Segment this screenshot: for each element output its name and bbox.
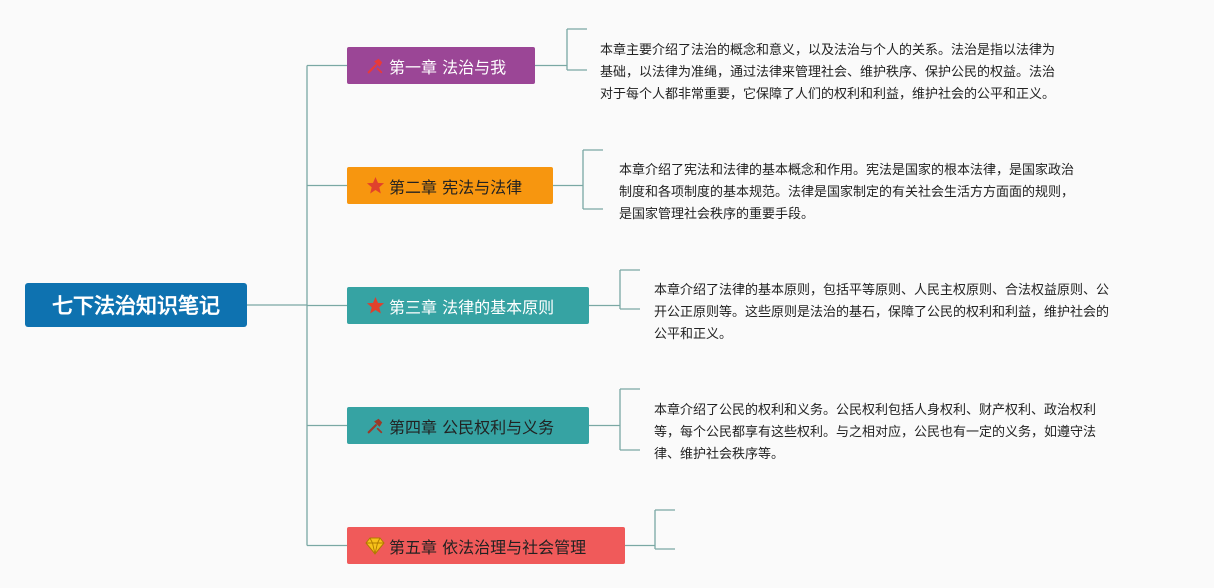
summary-line: 是国家管理社会秩序的重要手段。 [619, 207, 815, 222]
chapter-1-node[interactable]: 第一章 法治与我 [347, 47, 535, 84]
chapter-2-node[interactable]: 第二章 宪法与法律 [347, 167, 553, 204]
hammer-icon [365, 56, 385, 76]
summary-line: 本章介绍了宪法和法律的基本概念和作用。宪法是国家的根本法律，是国家政治 [619, 163, 1075, 178]
summary-line: 基础，以法律为准绳，通过法律来管理社会、维护秩序、保护公民的权益。法治 [600, 65, 1056, 80]
summary-line: 本章介绍了法律的基本原则，包括平等原则、人民主权原则、合法权益原则、公 [654, 283, 1110, 298]
summary-line: 律、维护社会秩序等。 [654, 447, 785, 462]
chapter-5-label: 第五章 依法治理与社会管理 [389, 537, 587, 557]
star-icon [365, 176, 385, 196]
summary-line: 制度和各项制度的基本规范。法律是国家制定的有关社会生活方方面面的规则， [619, 185, 1075, 200]
summary-line: 开公正原则等。这些原则是法治的基石，保障了公民的权利和利益，维护社会的 [654, 305, 1110, 320]
chapter-3-label: 第三章 法律的基本原则 [389, 297, 555, 317]
chapter-5-node[interactable]: 第五章 依法治理与社会管理 [347, 527, 625, 564]
summary-line: 本章主要介绍了法治的概念和意义，以及法治与个人的关系。法治是指以法律为 [600, 43, 1056, 58]
chapter-4-node[interactable]: 第四章 公民权利与义务 [347, 407, 589, 444]
chapter-1-summary[interactable]: 本章主要介绍了法治的概念和意义，以及法治与个人的关系。法治是指以法律为 基础，以… [600, 40, 1055, 106]
chapter-3-summary[interactable]: 本章介绍了法律的基本原则，包括平等原则、人民主权原则、合法权益原则、公 开公正原… [654, 280, 1109, 346]
summary-line: 本章介绍了公民的权利和义务。公民权利包括人身权利、财产权利、政治权利 [654, 403, 1097, 418]
chapter-3-node[interactable]: 第三章 法律的基本原则 [347, 287, 589, 324]
root-topic-label: 七下法治知识笔记 [52, 294, 220, 318]
root-topic[interactable]: 七下法治知识笔记 [25, 283, 247, 327]
chapter-4-label: 第四章 公民权利与义务 [389, 417, 555, 437]
chapter-2-label: 第二章 宪法与法律 [389, 177, 523, 197]
summary-line: 对于每个人都非常重要，它保障了人们的权利和利益，维护社会的公平和正义。 [600, 87, 1056, 102]
chapter-4-summary[interactable]: 本章介绍了公民的权利和义务。公民权利包括人身权利、财产权利、政治权利 等，每个公… [654, 400, 1096, 466]
chapter-2-summary[interactable]: 本章介绍了宪法和法律的基本概念和作用。宪法是国家的根本法律，是国家政治 制度和各… [619, 160, 1074, 226]
star-icon [365, 296, 385, 316]
hammer-icon [365, 416, 385, 436]
summary-line: 等，每个公民都享有这些权利。与之相对应，公民也有一定的义务，如遵守法 [654, 425, 1097, 440]
diamond-icon [365, 536, 385, 556]
summary-line: 公平和正义。 [654, 327, 733, 342]
chapter-1-label: 第一章 法治与我 [389, 57, 507, 77]
